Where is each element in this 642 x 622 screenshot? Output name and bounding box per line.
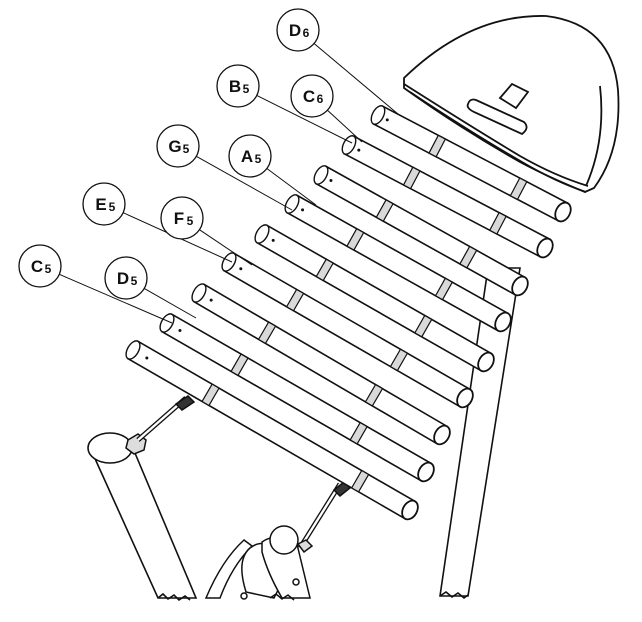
tone-bar (370, 105, 572, 223)
bar-clamp (349, 421, 368, 445)
note-label: E (95, 195, 106, 214)
lower-mechanism (204, 480, 352, 601)
callout-circle (216, 64, 260, 108)
bar-end-cap (433, 424, 451, 446)
dome-cap (403, 15, 620, 193)
note-label: A (241, 147, 253, 166)
bar-clamp (375, 199, 394, 223)
note-label: F (174, 209, 184, 228)
tone-bar (284, 194, 512, 333)
octave-number: 5 (187, 214, 194, 228)
bar-clamp (230, 353, 249, 377)
bar-clamp (257, 321, 277, 345)
callout-circle (104, 256, 148, 300)
dome-handle (466, 98, 528, 136)
left-bracket (125, 395, 196, 455)
tone-bar (159, 313, 435, 483)
octave-number: 5 (131, 274, 138, 288)
bar-end-cap (417, 461, 435, 483)
tone-bar (191, 283, 451, 446)
bar-clamp (414, 314, 433, 338)
tone-bars (125, 105, 572, 521)
leader-line (256, 94, 353, 144)
bar-end-cap (511, 275, 529, 297)
tone-bar (221, 252, 474, 409)
octave-number: 6 (317, 92, 324, 106)
note-label: D (117, 269, 129, 288)
callout-circle (290, 74, 334, 118)
callout-circle (82, 182, 126, 226)
bar-end-cap (554, 201, 572, 223)
bar-end-cap (456, 387, 474, 409)
bar-clamp (201, 383, 220, 407)
octave-number: 5 (45, 262, 52, 276)
bar-clamp (364, 383, 384, 407)
leader-line (59, 273, 173, 324)
bar-clamp (285, 288, 305, 312)
callout-circle (276, 8, 320, 52)
bar-clamp (389, 348, 409, 372)
octave-number: 5 (255, 152, 262, 166)
callout-circle (160, 196, 204, 240)
bar-clamp (315, 258, 334, 282)
bar-clamp (459, 245, 478, 269)
bar-clamp (428, 134, 447, 158)
left-support-post (87, 432, 198, 602)
note-label: G (168, 137, 181, 156)
tone-bar (254, 224, 495, 373)
tone-bar (313, 165, 529, 297)
dome-window (498, 82, 530, 110)
callout-circle (228, 134, 272, 178)
callout-circle (18, 244, 62, 288)
bar-clamp (434, 277, 454, 301)
leader-line (313, 43, 399, 115)
bar-end-cap (494, 311, 512, 333)
bar-clamp (350, 469, 370, 493)
bar-clamp (346, 227, 365, 251)
octave-number: 5 (183, 142, 190, 156)
tone-bar (341, 135, 554, 259)
leader-line (196, 155, 293, 211)
callout-circle (156, 124, 200, 168)
leader-line (327, 109, 363, 143)
bar-end-cap (477, 351, 495, 373)
bar-clamp (509, 177, 528, 201)
octave-number: 5 (243, 82, 250, 96)
note-label: C (303, 87, 315, 106)
bar-end-cap (401, 499, 419, 521)
octave-number: 6 (303, 26, 310, 40)
tone-bar (125, 340, 419, 521)
bar-clamp (402, 166, 421, 190)
octave-number: 5 (109, 200, 116, 214)
leader-line (199, 229, 253, 266)
note-label: B (229, 77, 241, 96)
bar-end-cap (536, 237, 554, 259)
leader-line (143, 287, 197, 319)
note-label: D (289, 21, 301, 40)
leader-line (266, 168, 317, 206)
bar-clamp (488, 211, 507, 235)
rear-support-post (439, 267, 521, 600)
note-label: C (31, 257, 43, 276)
